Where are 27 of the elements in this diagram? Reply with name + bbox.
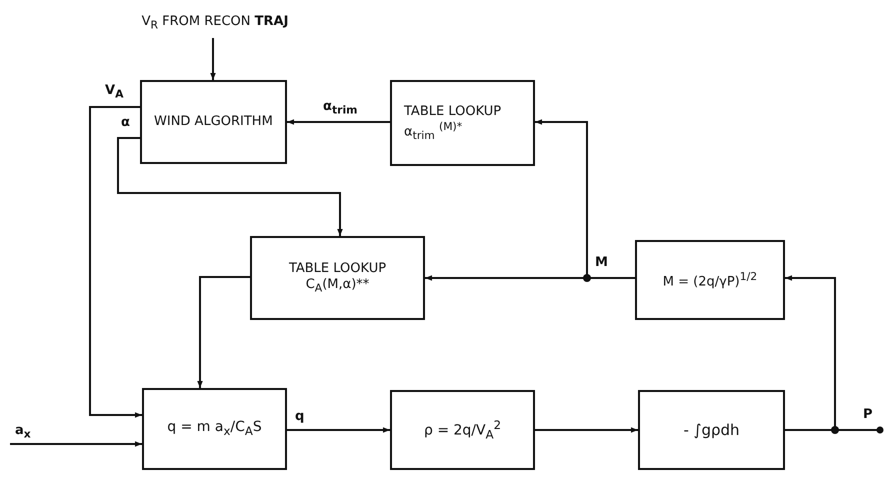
- block-text: M = (2q/γP)$^{1/2}$: [662, 270, 758, 290]
- arrow: [210, 38, 216, 80]
- block-text: - ∫gρdh: [683, 420, 740, 440]
- arrow: [197, 276, 250, 388]
- edge-label: V$_{A}$: [104, 84, 124, 100]
- block-box: [638, 390, 785, 470]
- block-text: TABLE LOOKUP: [404, 104, 502, 120]
- arrow: [287, 119, 390, 125]
- input-label: V$_{R}$ FROM RECON TRAJ: [105, 8, 325, 38]
- block-text: WIND ALGORITHM: [154, 114, 273, 130]
- arrow: [89, 106, 142, 418]
- block-box: [390, 390, 535, 470]
- block-box: [140, 80, 287, 164]
- block-box: [142, 388, 287, 470]
- arrow: [10, 441, 142, 447]
- block-box: [635, 240, 785, 320]
- block-box: [250, 236, 425, 320]
- block-box: [390, 80, 535, 166]
- edge-label: q: [294, 410, 306, 424]
- arrow: [117, 137, 343, 236]
- edge-label: α$_{trim}$: [322, 100, 358, 116]
- block-text: TABLE LOOKUP: [288, 260, 386, 278]
- block-text: C$_{A}$(M,α)**: [306, 277, 370, 296]
- arrow: [287, 427, 390, 433]
- arrow: [535, 427, 638, 433]
- edge-label: a$_{x}$: [14, 424, 32, 440]
- block-text: q = m a$_{x}$/C$_{A}$S: [167, 419, 262, 439]
